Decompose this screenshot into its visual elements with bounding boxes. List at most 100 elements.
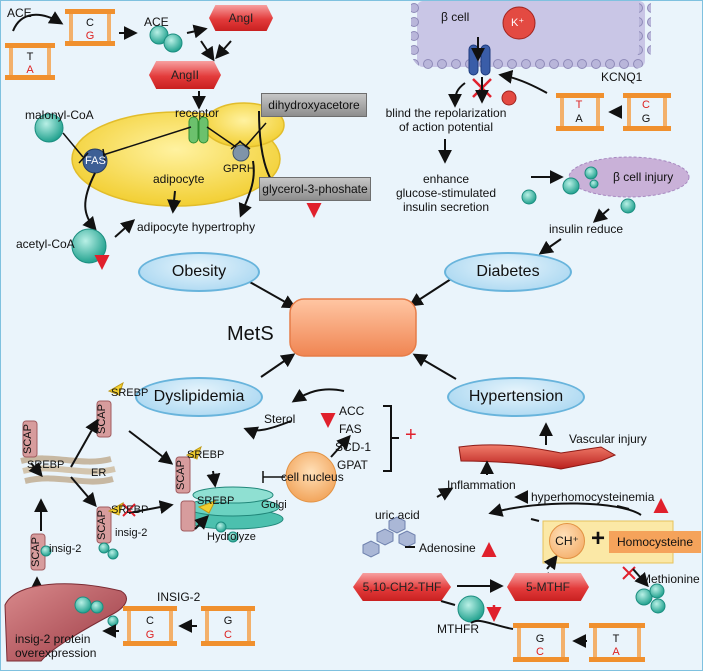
dyslipidemia-node: Dyslipidemia	[135, 377, 263, 417]
methionine-label: Methionine	[641, 572, 700, 586]
gene-letter: A	[575, 113, 583, 125]
plus-sign: +	[405, 424, 417, 446]
golgi-label: Golgi	[261, 499, 287, 511]
kcnq1-gene-ladder-cg	[623, 93, 671, 131]
acetyl-label: acetyl-CoA	[16, 237, 75, 251]
adenosine-label: Adenosine	[419, 541, 476, 555]
kcnq1-gene-ladder-ta	[556, 93, 604, 131]
inflammation-label: Inflammation	[447, 478, 516, 492]
mthfr-label: MTHFR	[437, 622, 479, 636]
kcnq1-label: KCNQ1	[601, 70, 643, 84]
insig2-label: insig-2	[49, 543, 82, 555]
glycerol-box: glycerol-3-phoshate	[259, 177, 371, 201]
obesity-to-mets-arrow	[247, 280, 297, 309]
cell-nucleus-label: cell nucleus	[281, 470, 344, 484]
blind-line-2: of action potential	[398, 120, 494, 134]
fas-label: FAS	[85, 155, 106, 167]
scap-label: SCAP	[174, 460, 187, 490]
gene-letter: G	[145, 629, 155, 641]
gpat-label: GPAT	[337, 458, 368, 472]
srebp-label: SREBP	[111, 387, 149, 399]
insig2-label: insig-2	[115, 527, 148, 539]
hyperhomo-label: hyperhomocysteinemia	[531, 490, 655, 504]
uric-acid-hexagons	[362, 516, 416, 558]
ace-gene-ladder-ta	[5, 43, 55, 80]
scap-label: SCAP	[95, 404, 108, 434]
gene-letter: T	[575, 99, 583, 111]
scap-label: SCAP	[21, 424, 34, 454]
obesity-node: Obesity	[138, 252, 260, 292]
malonyl-label: malonyl-CoA	[25, 108, 94, 122]
gene-letter: G	[223, 615, 233, 627]
ace-top-label: ACE	[7, 6, 32, 20]
ang2-hexagon: AngII	[149, 61, 221, 89]
diabetes-to-mets-arrow	[408, 278, 452, 307]
beta-cell-label: β cell	[441, 10, 470, 24]
sterol-label: Sterol	[264, 412, 296, 426]
er-label: ER	[91, 467, 107, 479]
insulin-reduce-label: insulin reduce	[549, 222, 624, 236]
ace-gene-ladder-cg	[65, 9, 115, 46]
gene-letter: C	[146, 615, 154, 627]
vessel-shape	[458, 444, 617, 470]
gene-letter: A	[612, 646, 620, 658]
mets-box	[289, 298, 417, 357]
insig-protein-line-2: overexpression	[15, 646, 97, 660]
gene-letter: C	[224, 629, 232, 641]
uric-label: uric acid	[375, 508, 420, 522]
enhance-line-2: glucose-stimulated	[395, 186, 497, 200]
srebp-label: SREBP	[111, 504, 149, 516]
scap-label: SCAP	[95, 510, 108, 540]
diabetes-node: Diabetes	[444, 252, 572, 292]
acc-label: ACC	[339, 404, 365, 418]
mthf-hexagon: 5-MTHF	[507, 573, 589, 601]
enhance-line-3: insulin secretion	[402, 200, 490, 214]
srebp-label: SREBP	[27, 459, 65, 471]
gene-letter: C	[86, 17, 94, 29]
gene-letter: A	[26, 64, 34, 76]
mthfr-circle	[457, 595, 485, 623]
scap-label: SCAP	[29, 537, 42, 567]
gene-letter: G	[85, 30, 95, 42]
thf-hexagon: 5,10-CH2-THF	[353, 573, 451, 601]
gprh-label: GPRH	[223, 163, 255, 175]
acetyl-coa-circle	[71, 228, 107, 264]
plus-operator: +	[591, 525, 606, 552]
fas-gene-label: FAS	[339, 422, 362, 436]
ang1-hexagon: AngI	[209, 5, 273, 31]
hypertension-node: Hypertension	[447, 377, 585, 417]
hydrolyze-label: Hydrolyze	[207, 531, 256, 543]
vascular-label: Vascular injury	[569, 432, 647, 446]
adipocyte-label: adipocyte	[153, 172, 205, 186]
insig2-gene-label: INSIG-2	[157, 590, 201, 604]
dyslipidemia-to-mets-arrow	[260, 353, 296, 378]
ch-plus-circle: CH⁺	[549, 523, 585, 559]
receptor-label: receptor	[175, 106, 220, 120]
dihydroxyacetore-box: dihydroxyacetore	[261, 93, 367, 117]
insig2-gene-ladder-cg	[123, 606, 177, 646]
srebp-label: SREBP	[197, 495, 235, 507]
k-plus-label: K⁺	[511, 17, 525, 29]
beta-injury-label: β cell injury	[613, 170, 674, 184]
scd1-label: SCD-1	[335, 440, 372, 454]
gene-letter: T	[612, 633, 620, 645]
mthfr-gene-ladder-ta	[589, 623, 645, 662]
insig-protein-line-1: insig-2 protein	[15, 632, 91, 646]
blind-line-1: blind the repolarization	[385, 106, 507, 120]
insig2-gene-ladder-gc	[201, 606, 255, 646]
mets-label: MetS	[227, 323, 274, 345]
ace-circle-label: ACE	[144, 15, 169, 29]
mthfr-gene-ladder-gc	[513, 623, 569, 662]
gene-letter: G	[535, 633, 545, 645]
enhance-line-1: enhance	[422, 172, 470, 186]
gene-letter: T	[26, 51, 34, 63]
hypertrophy-label: adipocyte hypertrophy	[137, 220, 256, 234]
cell-nucleus-circle	[285, 451, 337, 503]
gene-letter: C	[642, 99, 650, 111]
hypertension-to-mets-arrow	[412, 353, 457, 380]
gene-letter: G	[641, 113, 651, 125]
gene-letter: C	[536, 646, 544, 658]
homocysteine-label: Homocysteine	[609, 531, 701, 553]
